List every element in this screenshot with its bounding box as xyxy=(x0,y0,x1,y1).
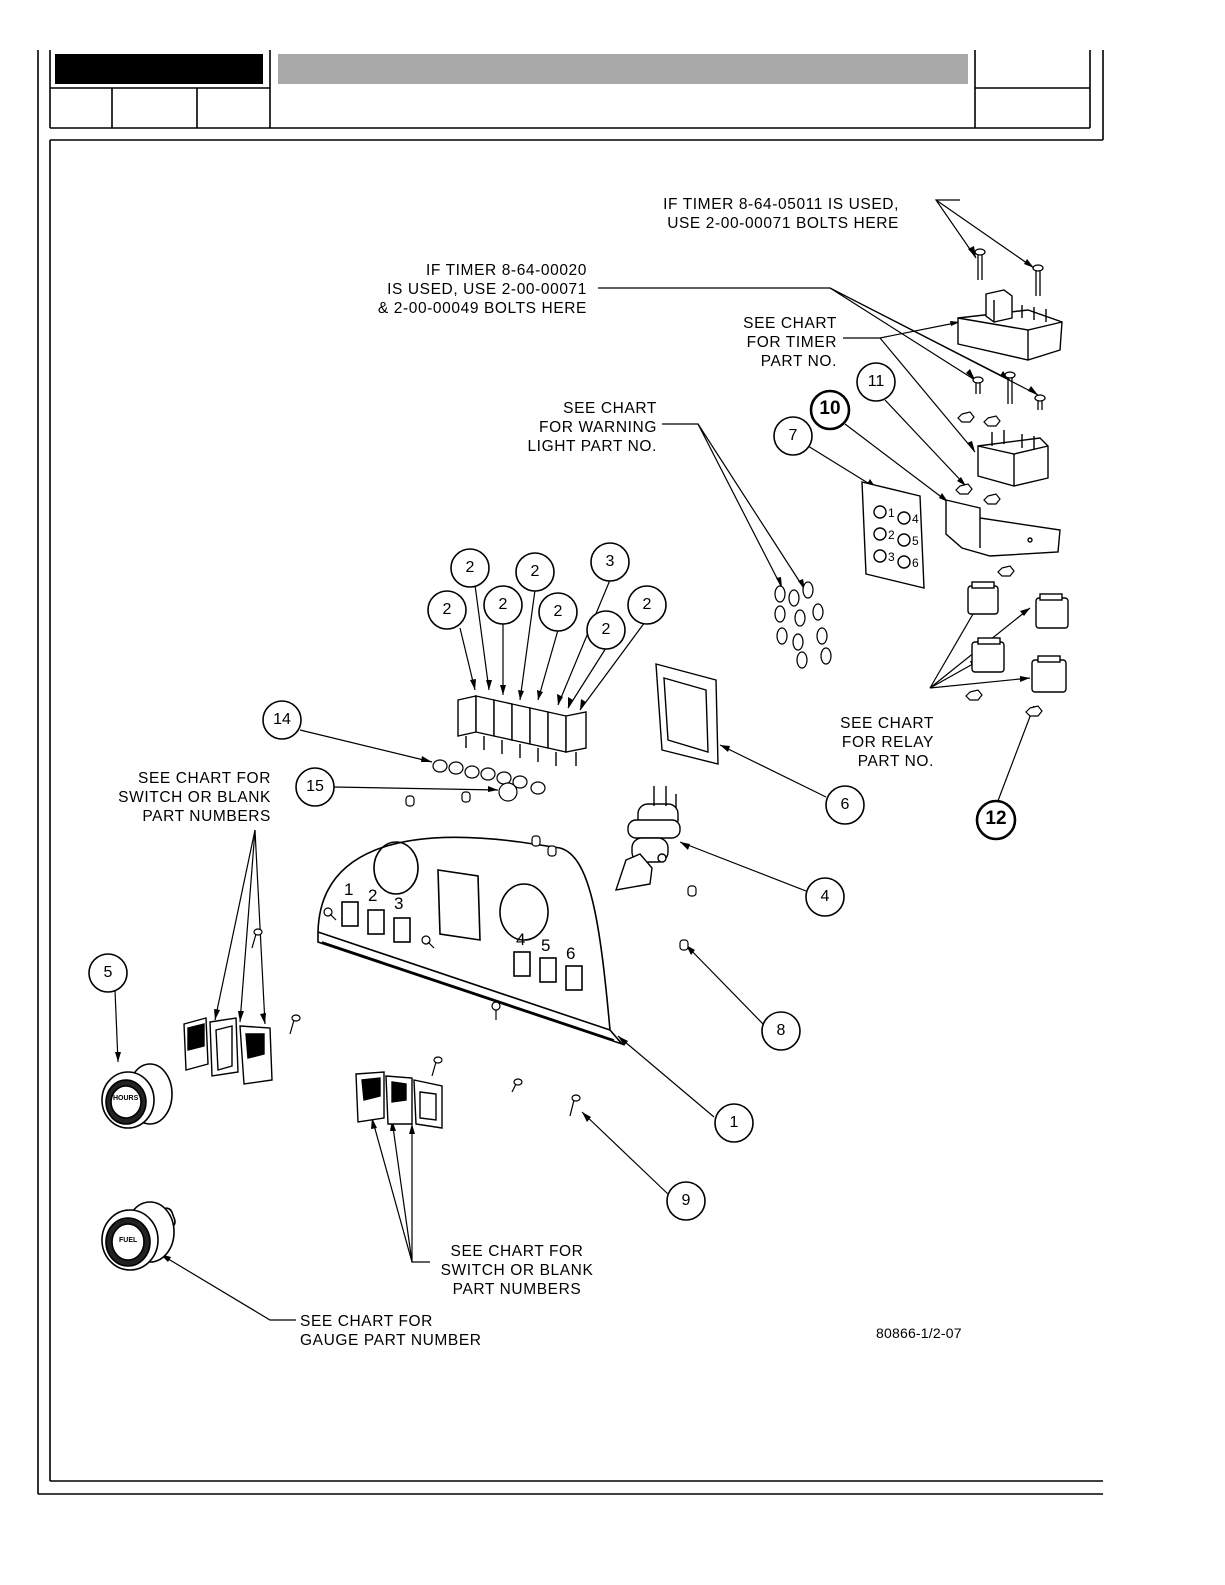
callout-2b: 2 xyxy=(465,559,475,576)
ignition-switch xyxy=(614,786,681,891)
label-timer-05011: IF TIMER 8-64-05011 IS USED, USE 2-00-00… xyxy=(663,196,899,232)
callout-2c: 2 xyxy=(498,596,508,613)
callout-circles xyxy=(88,362,1017,1221)
panel-number-4: 4 xyxy=(516,930,526,949)
hour-meter-label: HOURS xyxy=(113,1095,139,1102)
callout-circle-4 xyxy=(805,877,845,917)
callout-2d: 2 xyxy=(530,563,540,580)
callout-2e: 2 xyxy=(553,603,563,620)
drawing-frame xyxy=(37,50,1103,1495)
warning-lights xyxy=(774,581,832,669)
panel-screws xyxy=(251,791,697,1117)
callout-circle-8 xyxy=(761,1011,801,1051)
label-timer-00020: IF TIMER 8-64-00020 IS USED, USE 2-00-00… xyxy=(377,262,587,317)
callout-circle-2g xyxy=(627,585,667,625)
title-block xyxy=(49,50,1104,140)
timer-lower xyxy=(977,430,1049,487)
callout-5: 5 xyxy=(103,964,113,981)
leader-lines xyxy=(114,199,1039,1321)
nuts xyxy=(955,411,1043,717)
warning-light-plate xyxy=(861,481,925,589)
callout-4: 4 xyxy=(820,888,830,905)
fuel-gauge xyxy=(101,1201,176,1271)
title-block-gray-bar xyxy=(278,54,968,84)
bracket-number-3: 3 xyxy=(888,550,895,564)
panel-number-6: 6 xyxy=(566,944,576,963)
callout-circle-7 xyxy=(773,416,813,456)
callout-6: 6 xyxy=(840,796,850,813)
callout-2g: 2 xyxy=(642,596,652,613)
callout-circle-5 xyxy=(88,953,128,993)
dash-panel xyxy=(317,836,625,1046)
gasket xyxy=(655,663,719,765)
bracket-number-5: 5 xyxy=(912,534,919,548)
callout-circle-2c xyxy=(483,585,523,625)
bracket-number-2: 2 xyxy=(888,528,895,542)
callout-7: 7 xyxy=(788,427,798,444)
callout-circle-10 xyxy=(809,389,851,431)
timer-bolts xyxy=(972,248,1046,410)
indicator-bulbs xyxy=(432,759,546,802)
panel-number-1: 1 xyxy=(344,880,354,899)
panel-number-3: 3 xyxy=(394,894,404,913)
callout-circle-15 xyxy=(295,767,335,807)
panel-number-5: 5 xyxy=(541,936,551,955)
panel-number-2: 2 xyxy=(368,886,378,905)
callout-circle-2d xyxy=(515,552,555,592)
callout-circle-12 xyxy=(975,799,1017,841)
relays xyxy=(967,581,1069,693)
label-switch-chart-bottom: SEE CHART FOR SWITCH OR BLANK PART NUMBE… xyxy=(440,1243,594,1298)
label-relay-chart: SEE CHART FOR RELAY PART NO. xyxy=(840,715,934,770)
callout-1: 1 xyxy=(729,1114,739,1131)
label-warning-light-chart: SEE CHART FOR WARNING LIGHT PART NO. xyxy=(527,400,657,455)
label-timer-chart: SEE CHART FOR TIMER PART NO. xyxy=(743,315,837,370)
callout-11: 11 xyxy=(867,373,885,390)
callout-circle-11 xyxy=(856,362,896,402)
callout-circle-14 xyxy=(262,700,302,740)
callout-2a: 2 xyxy=(442,601,452,618)
callout-9: 9 xyxy=(681,1192,691,1209)
bracket-number-6: 6 xyxy=(912,556,919,570)
callout-12: 12 xyxy=(985,808,1007,829)
callout-14: 14 xyxy=(273,711,291,728)
callout-circle-9 xyxy=(666,1181,706,1221)
callout-circle-3 xyxy=(590,542,630,582)
callout-8: 8 xyxy=(776,1022,786,1039)
callout-15: 15 xyxy=(306,778,324,795)
callout-circle-2f xyxy=(586,610,626,650)
callout-circle-1 xyxy=(714,1103,754,1143)
label-switch-chart-left: SEE CHART FOR SWITCH OR BLANK PART NUMBE… xyxy=(118,770,271,825)
label-gauge-chart: SEE CHART FOR GAUGE PART NUMBER xyxy=(300,1313,482,1349)
callout-2f: 2 xyxy=(601,621,611,638)
rocker-switches-bottom xyxy=(355,1071,443,1129)
callout-circle-2b xyxy=(450,548,490,588)
callout-circle-2a xyxy=(427,590,467,630)
timer-upper xyxy=(957,289,1063,361)
callout-circle-6 xyxy=(825,785,865,825)
bracket-number-4: 4 xyxy=(912,512,919,526)
switch-block xyxy=(457,695,587,766)
fuel-gauge-label: FUEL xyxy=(119,1237,138,1244)
bracket-number-1: 1 xyxy=(888,506,895,520)
callout-3: 3 xyxy=(605,553,615,570)
drawing-number: 80866-1/2-07 xyxy=(876,1325,962,1341)
callout-circle-2e xyxy=(538,592,578,632)
relay-bracket xyxy=(945,499,1061,557)
rocker-switches-left xyxy=(183,1017,273,1085)
callout-10: 10 xyxy=(819,398,841,419)
title-block-black-bar xyxy=(55,54,263,84)
hour-meter xyxy=(101,1063,173,1129)
